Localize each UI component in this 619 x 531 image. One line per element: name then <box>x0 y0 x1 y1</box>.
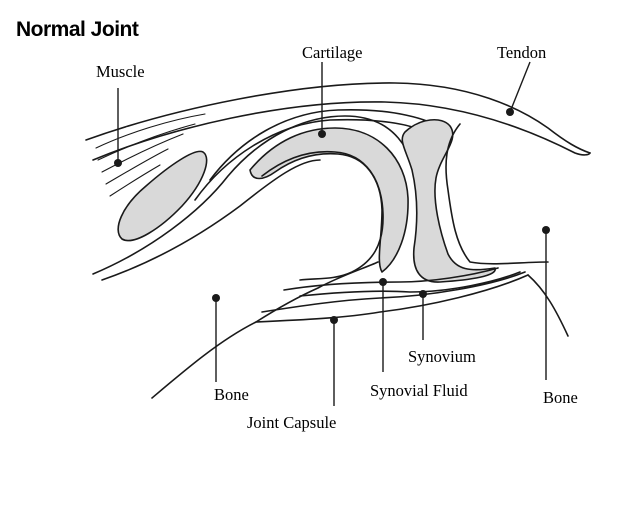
label-bone-left: Bone <box>214 385 249 404</box>
muscle-belly <box>117 150 208 242</box>
muscle-fibers <box>95 113 206 197</box>
synovium-pointer <box>419 290 427 340</box>
joint-capsule-pointer <box>330 316 338 406</box>
synovial-fluid-pointer <box>379 278 387 372</box>
label-muscle: Muscle <box>96 62 145 81</box>
capsule-upper-line-1 <box>209 108 441 181</box>
synovial-space-line <box>283 267 499 291</box>
label-bone-right: Bone <box>543 388 578 407</box>
cartilage-lower <box>401 119 496 283</box>
label-synovial-fluid: Synovial Fluid <box>370 381 468 400</box>
left-bone-shaft-line <box>151 261 379 399</box>
label-tendon: Tendon <box>497 43 546 62</box>
capsule-lower-line-2 <box>255 274 529 323</box>
label-joint-capsule: Joint Capsule <box>247 413 336 432</box>
capsule-upper-line-2 <box>194 118 421 201</box>
tendon-inner-line <box>92 101 591 161</box>
tendon-pointer <box>506 61 531 116</box>
label-cartilage: Cartilage <box>302 43 362 62</box>
bone-right-pointer <box>542 226 550 380</box>
bone-left-pointer <box>212 294 220 382</box>
lower-bone-top-line <box>445 123 549 265</box>
upper-bone-top-line <box>92 115 418 275</box>
diagram-title: Normal Joint <box>16 18 139 41</box>
upper-bone-lower-line <box>101 159 321 281</box>
muscle-pointer <box>114 88 122 167</box>
label-synovium: Synovium <box>408 347 476 366</box>
cartilage-pointer <box>318 62 326 138</box>
capsule-lower-line-1 <box>261 271 526 313</box>
cartilage-upper <box>249 127 409 273</box>
upper-bone-head-outline <box>261 150 384 281</box>
synovium-line <box>299 271 521 297</box>
tendon-outer-line <box>85 82 591 154</box>
right-bone-shaft-line <box>527 274 569 337</box>
